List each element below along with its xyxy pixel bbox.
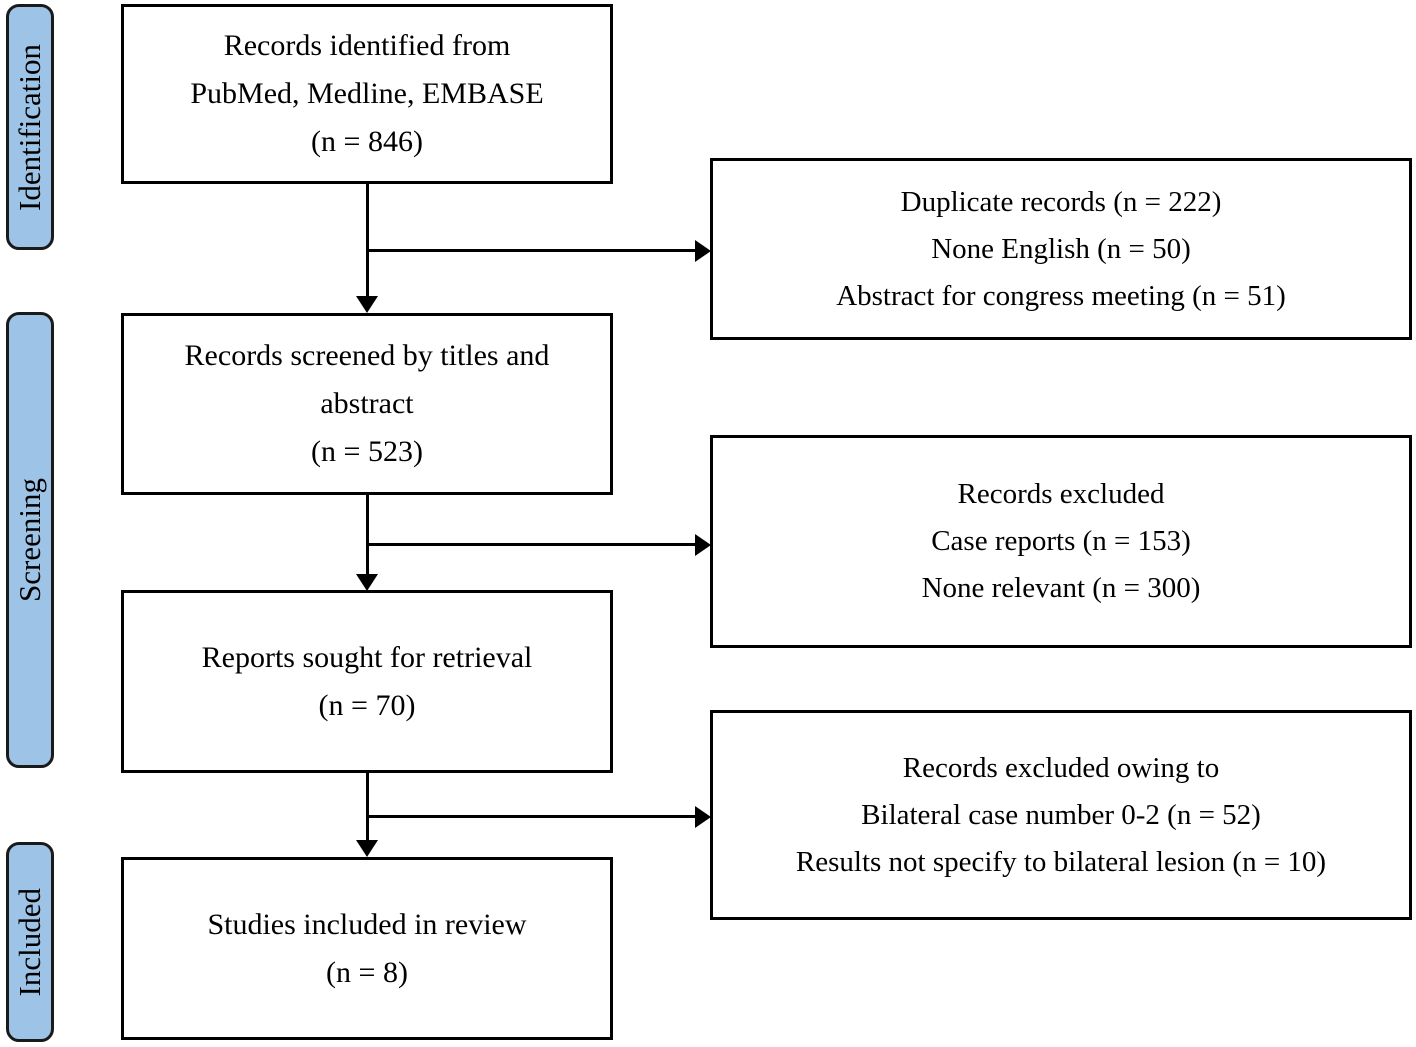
stage-label-identification: Identification (12, 43, 47, 211)
stage-chip-identification: Identification (6, 4, 54, 250)
arrowhead-right-1-icon (695, 240, 711, 262)
box-records-screened-line-1: Records screened by titles and (184, 339, 550, 372)
box-excluded-retrieval-line-2: Bilateral case number 0-2 (n = 52) (861, 798, 1261, 831)
box-records-identified-line-2: PubMed, Medline, EMBASE (190, 77, 544, 110)
arrowhead-right-2-icon (695, 534, 711, 556)
arrowhead-right-3-icon (695, 806, 711, 828)
box-excluded-retrieval-line-3: Results not specify to bilateral lesion … (795, 845, 1327, 878)
box-studies-included: Studies included in review (n = 8) (121, 857, 613, 1040)
arrowhead-down-1-icon (356, 296, 378, 313)
box-excluded-identification: Duplicate records (n = 222) None English… (710, 158, 1412, 340)
box-records-screened: Records screened by titles and abstract … (121, 313, 613, 495)
stage-chip-included: Included (6, 842, 54, 1042)
box-records-identified: Records identified from PubMed, Medline,… (121, 4, 613, 184)
connector-down-2 (366, 495, 369, 577)
box-excluded-screening-line-2: Case reports (n = 153) (931, 525, 1191, 557)
box-excluded-identification-line-2: None English (n = 50) (931, 232, 1191, 265)
box-studies-included-count: (n = 8) (326, 955, 408, 989)
box-excluded-identification-line-3: Abstract for congress meeting (n = 51) (836, 279, 1286, 312)
connector-branch-3 (367, 815, 697, 818)
box-records-screened-count: (n = 523) (311, 435, 423, 468)
arrowhead-down-2-icon (356, 574, 378, 591)
connector-down-1 (366, 184, 369, 298)
box-studies-included-line-1: Studies included in review (207, 907, 527, 941)
connector-branch-1 (367, 249, 697, 252)
box-excluded-retrieval: Records excluded owing to Bilateral case… (710, 710, 1412, 920)
box-excluded-screening-line-3: None relevant (n = 300) (921, 572, 1201, 604)
box-records-identified-count: (n = 846) (311, 125, 423, 158)
box-excluded-screening: Records excluded Case reports (n = 153) … (710, 435, 1412, 648)
box-records-identified-line-1: Records identified from (223, 29, 511, 62)
box-excluded-screening-line-1: Records excluded (957, 478, 1165, 510)
arrowhead-down-3-icon (356, 840, 378, 857)
stage-label-included: Included (12, 887, 47, 997)
connector-branch-2 (367, 543, 697, 546)
box-reports-sought-count: (n = 70) (318, 688, 416, 722)
box-excluded-retrieval-line-1: Records excluded owing to (902, 751, 1220, 784)
stage-label-screening: Screening (12, 478, 47, 602)
box-reports-sought-line-1: Reports sought for retrieval (201, 640, 533, 674)
connector-down-3 (366, 773, 369, 841)
box-excluded-identification-line-1: Duplicate records (n = 222) (900, 185, 1222, 218)
box-reports-sought: Reports sought for retrieval (n = 70) (121, 590, 613, 773)
box-records-screened-line-2: abstract (320, 387, 414, 420)
stage-chip-screening: Screening (6, 312, 54, 768)
